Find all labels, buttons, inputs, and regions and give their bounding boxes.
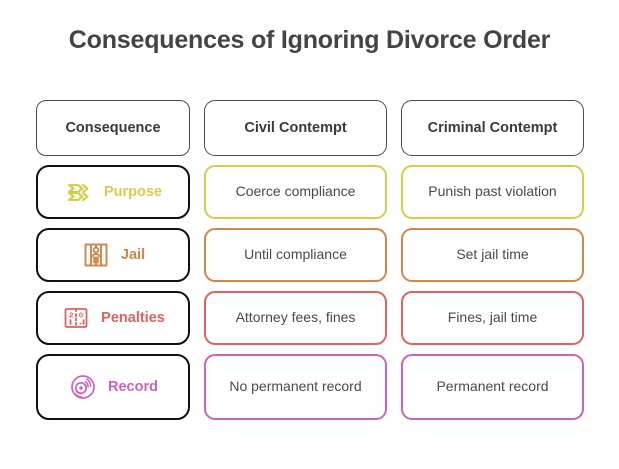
table-row-jail: Jail Until compliance Set jail time: [36, 228, 584, 282]
cell-purpose-civil: Coerce compliance: [204, 165, 387, 219]
cell-jail-criminal: Set jail time: [401, 228, 584, 282]
row-label-text-penalties: Penalties: [101, 310, 165, 326]
cell-penalties-criminal: Fines, jail time: [401, 291, 584, 345]
cell-jail-civil: Until compliance: [204, 228, 387, 282]
row-label-text-purpose: Purpose: [103, 184, 162, 200]
scoreboard-icon: 2 0: [61, 303, 91, 333]
table-row-purpose: Purpose Coerce compliance Punish past vi…: [36, 165, 584, 219]
svg-text:0: 0: [79, 311, 83, 320]
stacked-chevrons-icon: [64, 177, 94, 207]
svg-text:2: 2: [69, 311, 73, 320]
cell-record-criminal: Permanent record: [401, 354, 584, 420]
row-label-text-jail: Jail: [120, 247, 146, 263]
header-cell-civil-contempt: Civil Contempt: [204, 100, 387, 156]
header-cell-criminal-contempt: Criminal Contempt: [401, 100, 584, 156]
row-label-purpose: Purpose: [36, 165, 190, 219]
header-cell-consequence: Consequence: [36, 100, 190, 156]
row-label-jail: Jail: [36, 228, 190, 282]
prisoner-behind-bars-icon: [81, 240, 111, 270]
cell-purpose-criminal: Punish past violation: [401, 165, 584, 219]
vinyl-record-icon: [68, 372, 98, 402]
page-title: Consequences of Ignoring Divorce Order: [68, 26, 551, 54]
row-label-text-record: Record: [108, 379, 158, 395]
cell-record-civil: No permanent record: [204, 354, 387, 420]
table-header-row: Consequence Civil Contempt Criminal Cont…: [36, 100, 584, 156]
cell-penalties-civil: Attorney fees, fines: [204, 291, 387, 345]
row-label-penalties: 2 0 Penalties: [36, 291, 190, 345]
table-row-penalties: 2 0 Penalties Attorney fees, fines Fines…: [36, 291, 584, 345]
table-row-record: Record No permanent record Permanent rec…: [36, 354, 584, 420]
row-label-record: Record: [36, 354, 190, 420]
comparison-table: Consequence Civil Contempt Criminal Cont…: [36, 100, 584, 420]
